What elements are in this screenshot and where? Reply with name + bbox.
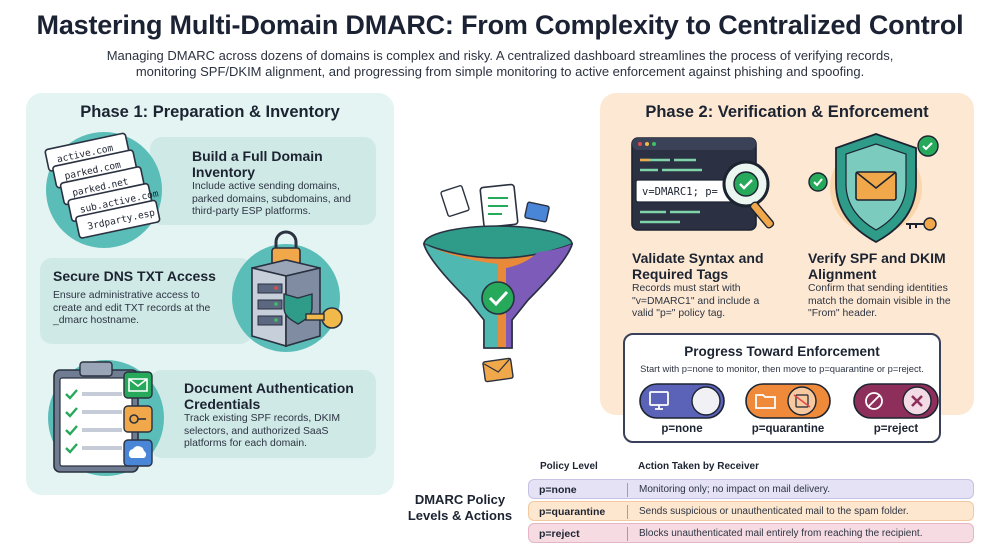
row-divider [627, 527, 628, 541]
table-row-quarantine: p=quarantine Sends suspicious or unauthe… [528, 501, 974, 521]
phase1-title: Phase 1: Preparation & Inventory [80, 103, 340, 121]
row-action: Blocks unauthenticated mail entirely fro… [639, 528, 923, 539]
alignment-title: Verify SPF and DKIM Alignment [808, 250, 946, 282]
domain-cards-icon: active.com parked.com parked.net sub.act… [44, 132, 162, 248]
step3-title: Document Authentication Credentials [184, 380, 354, 412]
step2-desc: Ensure administrative access to create a… [53, 290, 211, 326]
progress-desc: Start with p=none to monitor, then move … [640, 363, 924, 374]
table-row-reject: p=reject Blocks unauthenticated mail ent… [528, 523, 974, 543]
toggle-reject-label: p=reject [873, 423, 919, 435]
shield-envelope-icon [808, 133, 939, 244]
toggle-quarantine[interactable] [745, 383, 831, 419]
toggle-quarantine-label: p=quarantine [751, 423, 825, 435]
row-level: p=reject [539, 528, 580, 540]
row-divider [627, 483, 628, 497]
page-subtitle: Managing DMARC across dozens of domains … [106, 48, 894, 79]
row-level: p=quarantine [539, 506, 606, 518]
progress-title: Progress Toward Enforcement [684, 344, 880, 359]
validate-title: Validate Syntax and Required Tags [632, 250, 764, 282]
validate-desc: Records must start with "v=DMARC1" and i… [632, 283, 760, 319]
page-title: Mastering Multi-Domain DMARC: From Compl… [36, 10, 964, 40]
toggle-reject[interactable] [853, 383, 939, 419]
code-snippet: v=DMARC1; p= [642, 186, 718, 198]
step2-band [40, 258, 252, 344]
enforcement-progress-panel: Progress Toward Enforcement Start with p… [623, 333, 941, 443]
row-divider [627, 505, 628, 519]
row-level: p=none [539, 484, 577, 496]
table-header-action: Action Taken by Receiver [638, 461, 759, 472]
alignment-desc: Confirm that sending identities match th… [808, 283, 951, 319]
toggle-none[interactable] [639, 383, 725, 419]
row-action: Monitoring only; no impact on mail deliv… [639, 484, 831, 495]
funnel-icon [422, 183, 574, 383]
step2-title: Secure DNS TXT Access [53, 268, 216, 284]
table-header-level: Policy Level [540, 461, 598, 472]
step3-desc: Track existing SPF records, DKIM selecto… [184, 413, 341, 449]
row-action: Sends suspicious or unauthenticated mail… [639, 506, 909, 517]
phase2-title: Phase 2: Verification & Enforcement [645, 103, 929, 121]
clipboard-checklist-icon [48, 360, 164, 476]
step1-title: Build a Full Domain Inventory [192, 148, 323, 180]
table-row-none: p=none Monitoring only; no impact on mai… [528, 479, 974, 499]
step1-band [150, 137, 376, 225]
server-lock-icon [232, 230, 343, 352]
step3-band [150, 370, 376, 458]
code-magnifier-icon: v=DMARC1; p= [631, 137, 775, 231]
step1-desc: Include active sending domains, parked d… [192, 181, 351, 217]
policy-table-label: DMARC Policy Levels & Actions [407, 492, 513, 523]
toggle-none-label: p=none [661, 423, 703, 435]
